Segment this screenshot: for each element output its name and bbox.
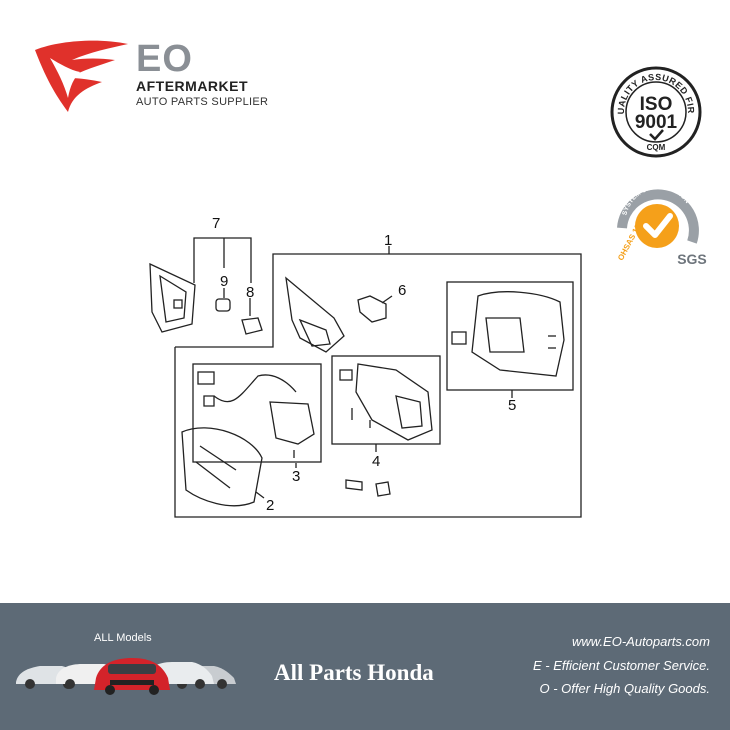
diagram-area bbox=[0, 0, 730, 603]
mirror-parts-diagram: 1 2 3 4 5 6 7 8 9 bbox=[149, 215, 582, 518]
models-label: ALL Models bbox=[94, 632, 152, 644]
footer-title: All Parts Honda bbox=[274, 660, 434, 685]
website-link[interactable]: www.EO-Autoparts.com bbox=[572, 634, 710, 649]
tagline-efficient: E - Efficient Customer Service. bbox=[533, 658, 710, 673]
sgs-name-text: SGS bbox=[677, 251, 707, 267]
tagline-offer: O - Offer High Quality Goods. bbox=[539, 681, 710, 696]
wing-logo-icon bbox=[35, 40, 128, 112]
callout-1: 1 bbox=[384, 232, 392, 249]
callout-8: 8 bbox=[246, 284, 254, 301]
brand-logo: EO AFTERMARKET AUTO PARTS SUPPLIER bbox=[30, 38, 270, 113]
callout-3: 3 bbox=[292, 468, 300, 485]
check-icon bbox=[643, 213, 673, 238]
honda-cars-lineup bbox=[16, 658, 236, 695]
sgs-ohsas-badge: SYSTEM CERTIFICATION OHSAS 18001 SGS bbox=[616, 184, 707, 267]
brand-line2: AUTO PARTS SUPPLIER bbox=[136, 96, 269, 108]
brand-name: EO bbox=[136, 38, 193, 80]
iso-9001-badge: QUALITY ASSURED FIRM ISO 9001 CQM bbox=[610, 66, 702, 158]
callout-4: 4 bbox=[372, 453, 380, 470]
iso-number-text: 9001 bbox=[635, 112, 678, 133]
iso-cqm-text: CQM bbox=[647, 143, 666, 152]
checkmark-icon bbox=[649, 129, 664, 141]
callout-2: 2 bbox=[266, 497, 274, 514]
iso-main-text: ISO bbox=[640, 94, 673, 115]
callout-7: 7 bbox=[212, 215, 220, 232]
callout-9: 9 bbox=[220, 273, 228, 290]
brand-line1: AFTERMARKET bbox=[136, 78, 249, 94]
callout-6: 6 bbox=[398, 282, 406, 299]
callout-5: 5 bbox=[508, 397, 516, 414]
